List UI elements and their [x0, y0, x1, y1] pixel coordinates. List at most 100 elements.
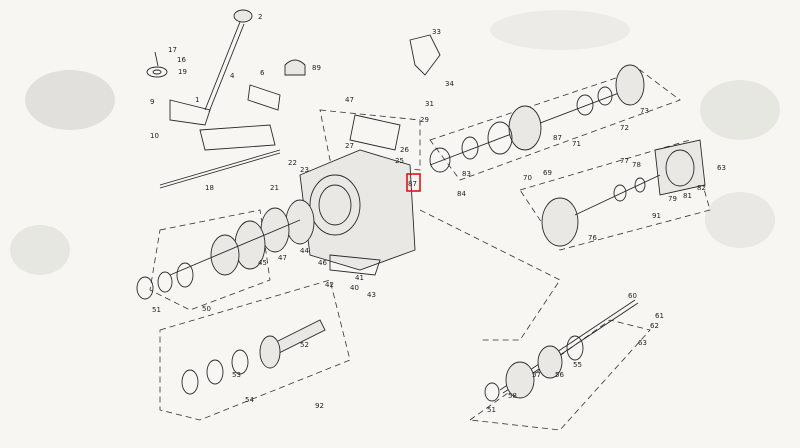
part-label: 40 [350, 284, 359, 292]
part-label: 56 [555, 371, 564, 379]
highlighted-part-label: 87 [408, 180, 417, 188]
part-label: 18 [205, 184, 214, 192]
assembly-outline-55 [468, 319, 651, 431]
smudge [700, 80, 780, 140]
smudge [25, 70, 115, 130]
part-label: 17 [168, 46, 177, 54]
part-label: 57 [532, 371, 541, 379]
rubber-mount [284, 59, 306, 76]
part-label: 26 [400, 146, 409, 154]
part-label: 72 [620, 124, 629, 132]
input-shaft-assembly [181, 319, 326, 395]
part-label: 55 [573, 361, 582, 369]
shift-knob [233, 9, 253, 23]
part-label: 21 [270, 184, 279, 192]
upper-gear-train [429, 64, 645, 173]
assembly-outline-50 [149, 209, 271, 311]
part-label: 50 [202, 305, 211, 313]
assembly-outline-72 [429, 69, 681, 181]
part-label: 1 [195, 96, 199, 104]
assembly-outline-84 [419, 209, 561, 341]
countershaft-assembly [484, 299, 639, 402]
bottom-plate [329, 254, 381, 276]
part-label: 89 [312, 64, 321, 72]
part-label: 51 [152, 306, 161, 314]
part-label: 16 [177, 56, 186, 64]
part-label: 6 [260, 69, 265, 77]
part-label: 2 [258, 13, 262, 21]
top-cover-plate [349, 114, 401, 151]
highlight-box [406, 173, 421, 192]
part-label: 91 [652, 212, 661, 220]
assembly-outline-cover [319, 109, 421, 171]
part-label: 22 [288, 159, 297, 167]
part-label: 61 [655, 312, 664, 320]
housing-bore [309, 174, 361, 236]
mount-bracket [247, 84, 281, 111]
part-label: 77 [620, 157, 629, 165]
part-label: 84 [457, 190, 466, 198]
part-label: 69 [543, 169, 552, 177]
part-label: 78 [632, 161, 641, 169]
part-label: 44 [300, 247, 309, 255]
part-label: 33 [432, 28, 441, 36]
part-label: 45 [258, 259, 267, 267]
part-label: 10 [150, 132, 159, 140]
part-label: 71 [572, 140, 581, 148]
part-label: 51 [487, 406, 496, 414]
shift-fork [409, 34, 441, 76]
part-label: 34 [445, 80, 454, 88]
housing-bore [318, 184, 352, 226]
part-label: 63 [638, 339, 647, 347]
part-label: 4 [230, 72, 235, 80]
boot-ring [152, 69, 162, 75]
part-label: 31 [425, 100, 434, 108]
smudge [705, 192, 775, 248]
linkage-rod [159, 152, 281, 189]
part-label: 41 [355, 274, 364, 282]
part-label: 23 [300, 166, 309, 174]
part-label: 79 [668, 195, 677, 203]
part-label: 43 [367, 291, 376, 299]
part-label: 47 [345, 96, 354, 104]
part-label: 58 [508, 392, 517, 400]
part-label: 70 [523, 174, 532, 182]
rear-housing-assembly [541, 139, 706, 247]
part-label: 62 [650, 322, 659, 330]
part-label: 46 [318, 259, 327, 267]
bracket-plate [199, 124, 276, 151]
assembly-outline-52 [159, 279, 351, 421]
boot-ring [146, 66, 168, 78]
part-label: 82 [697, 184, 706, 192]
part-label: 81 [683, 192, 692, 200]
part-label: 53 [232, 371, 241, 379]
bolt [154, 51, 159, 67]
part-label: 92 [315, 402, 324, 410]
part-label: 76 [588, 234, 597, 242]
assembly-outline-76 [519, 139, 711, 251]
part-label: 60 [628, 292, 637, 300]
part-label: 19 [178, 68, 187, 76]
mainshaft-assembly [136, 199, 315, 300]
part-label: 42 [325, 281, 334, 289]
part-label: 54 [245, 396, 254, 404]
smudge [490, 10, 630, 50]
linkage-rod [159, 149, 281, 186]
gearbox-housing [299, 149, 416, 271]
shift-lever-rod [208, 23, 245, 113]
smudge [10, 225, 70, 275]
part-label: 83 [462, 170, 471, 178]
part-label: 52 [300, 341, 309, 349]
part-label: 27 [345, 142, 354, 150]
part-label: 73 [640, 107, 649, 115]
part-label: 9 [150, 98, 154, 106]
part-label: 47 [278, 254, 287, 262]
lever-base [169, 99, 211, 126]
part-label: 87 [553, 134, 562, 142]
shift-lever-rod [204, 21, 241, 111]
part-label: 25 [395, 157, 404, 165]
part-label: 29 [420, 116, 429, 124]
part-label: 63 [717, 164, 726, 172]
